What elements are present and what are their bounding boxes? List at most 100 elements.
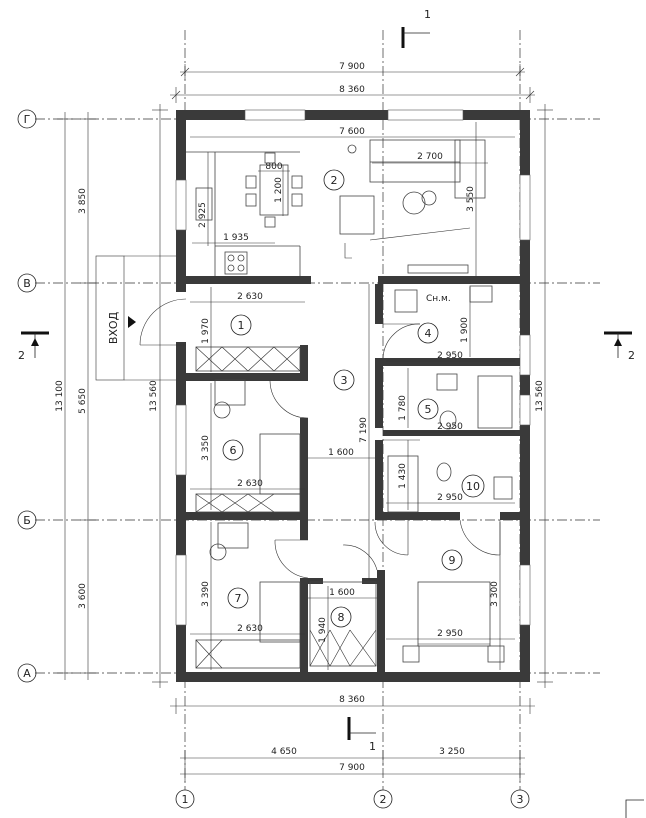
axis-bubble-a: А [17, 663, 37, 683]
svg-text:1: 1 [424, 8, 431, 21]
dimension-top-overall: 8 360 [170, 85, 535, 103]
svg-text:5: 5 [425, 403, 432, 416]
dimension-bottom-total: 7 900 [180, 763, 525, 782]
svg-text:Г: Г [24, 113, 31, 126]
svg-text:1 600: 1 600 [329, 588, 355, 598]
svg-text:2 950: 2 950 [437, 629, 463, 639]
svg-text:7 190: 7 190 [359, 417, 369, 443]
bathroom-fixtures: Сн.м. [387, 285, 513, 513]
svg-text:2 630: 2 630 [237, 292, 263, 302]
svg-text:2 950: 2 950 [437, 351, 463, 361]
dimension-left-chain: 3 850 5 650 3 600 [78, 112, 96, 680]
kitchen-fixtures [186, 151, 301, 276]
section-mark-top: 1 [401, 8, 431, 48]
dimension-left-overall: 13 560 [149, 104, 168, 688]
bedroom-6-furniture [213, 379, 301, 495]
svg-text:2 950: 2 950 [437, 422, 463, 432]
svg-text:7 600: 7 600 [339, 127, 365, 137]
room-label-1: 1 [230, 314, 252, 336]
svg-text:6: 6 [230, 444, 237, 457]
section-mark-right: 2 [604, 331, 635, 362]
axis-bubble-1: 1 [175, 789, 195, 809]
exterior-walls [175, 109, 531, 682]
svg-text:8 360: 8 360 [339, 695, 365, 705]
room-label-5: 5 [417, 398, 439, 420]
living-furniture [339, 139, 486, 274]
svg-text:2: 2 [18, 349, 25, 362]
bedroom-7-furniture [209, 522, 301, 643]
room-label-10: 10 [461, 474, 485, 498]
svg-text:1: 1 [182, 793, 189, 806]
dimension-right-overall: 13 560 [535, 104, 553, 688]
svg-text:7 900: 7 900 [339, 62, 365, 72]
svg-text:В: В [23, 277, 31, 290]
svg-text:1 600: 1 600 [328, 448, 354, 458]
axis-bubble-3: 3 [510, 789, 530, 809]
svg-text:1 900: 1 900 [460, 317, 470, 343]
axis-bubble-b: Б [17, 510, 37, 530]
svg-text:3 600: 3 600 [78, 583, 88, 609]
axis-bubble-v: В [17, 273, 37, 293]
svg-text:3: 3 [341, 374, 348, 387]
svg-text:1: 1 [369, 740, 376, 753]
dimension-top-outer: 7 900 [180, 62, 525, 80]
svg-text:1 200: 1 200 [274, 177, 284, 203]
entrance-label: ВХОД [107, 311, 120, 344]
interior-walls [186, 276, 520, 672]
axis-bubble-2: 2 [373, 789, 393, 809]
svg-text:800: 800 [265, 162, 282, 172]
svg-text:1 780: 1 780 [398, 395, 408, 421]
svg-text:4 650: 4 650 [271, 747, 297, 757]
section-mark-left: 2 [18, 331, 49, 362]
svg-text:7: 7 [235, 592, 242, 605]
dining-table [245, 152, 303, 228]
svg-text:13 560: 13 560 [535, 380, 545, 412]
doors [139, 298, 501, 579]
svg-text:3 250: 3 250 [439, 747, 465, 757]
svg-text:1 940: 1 940 [318, 617, 328, 643]
dimension-bottom-overall: 8 360 [170, 695, 535, 714]
room-label-4: 4 [417, 322, 439, 344]
room-label-7: 7 [227, 587, 249, 609]
bedroom-9-furniture [402, 581, 505, 663]
svg-text:А: А [23, 667, 31, 680]
svg-text:13 560: 13 560 [149, 380, 159, 412]
svg-text:2 700: 2 700 [417, 152, 443, 162]
svg-text:2 950: 2 950 [437, 493, 463, 503]
axis-bubble-g: Г [17, 109, 37, 129]
svg-text:7 900: 7 900 [339, 763, 365, 773]
sanuzel-label: Сн.м. [426, 294, 451, 304]
svg-text:8: 8 [338, 611, 345, 624]
svg-text:10: 10 [466, 480, 480, 493]
svg-text:3: 3 [517, 793, 524, 806]
dimension-bottom-chain: 4 650 3 250 [180, 747, 525, 766]
svg-text:13 100: 13 100 [55, 380, 65, 412]
svg-text:Б: Б [23, 514, 31, 527]
svg-text:1 970: 1 970 [201, 318, 211, 344]
svg-text:9: 9 [449, 554, 456, 567]
svg-text:3 350: 3 350 [201, 435, 211, 461]
section-mark-bottom: 1 [347, 717, 376, 753]
svg-text:2 925: 2 925 [198, 202, 208, 228]
svg-text:3 850: 3 850 [78, 188, 88, 214]
svg-text:2: 2 [331, 174, 338, 187]
svg-text:4: 4 [425, 327, 432, 340]
svg-text:1 430: 1 430 [398, 463, 408, 489]
entrance: ВХОД [95, 255, 176, 381]
room-label-9: 9 [441, 549, 463, 571]
svg-text:3 550: 3 550 [466, 186, 476, 212]
svg-text:3 390: 3 390 [201, 581, 211, 607]
svg-text:1: 1 [238, 319, 245, 332]
sheet-corner-mark [625, 799, 644, 818]
svg-text:5 650: 5 650 [78, 388, 88, 414]
dimension-left-total: 13 100 [55, 112, 73, 680]
svg-text:2: 2 [628, 349, 635, 362]
svg-text:2 630: 2 630 [237, 479, 263, 489]
room-label-2: 2 [323, 169, 345, 191]
room-label-6: 6 [222, 439, 244, 461]
svg-text:3 300: 3 300 [490, 581, 500, 607]
room-label-8: 8 [330, 606, 352, 628]
wardrobes [195, 346, 377, 669]
svg-text:2: 2 [380, 793, 387, 806]
